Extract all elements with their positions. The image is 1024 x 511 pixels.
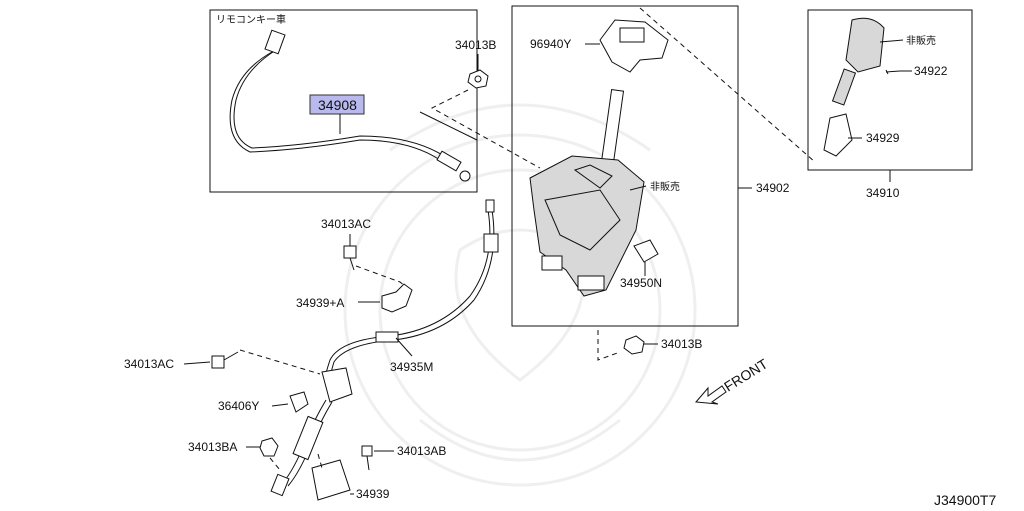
clip-36406y-icon [289,391,309,413]
bracket-slot [619,27,645,43]
cable-end-lower [270,473,290,497]
inset-remote-frame [209,9,478,193]
remote-cable-end-top [264,29,286,55]
cable-clamp [375,331,399,343]
part-label-34922[interactable]: 34922 [914,64,948,78]
shifter-assembly-body [529,155,645,297]
bracket-34939-icon [311,459,351,501]
remote-cable-end-bottom [436,150,462,172]
diagram-code: J34900T7 [934,492,996,508]
bolt-34013ab-icon [361,445,373,457]
part-label-34013ab[interactable]: 34013AB [397,444,446,458]
cable-boot-top [483,233,499,253]
part-label-34929[interactable]: 34929 [866,131,900,145]
inset-knob: 非販売 34922 34929 34910 [807,9,973,200]
part-label-34013b-bottom[interactable]: 34013B [661,337,702,351]
nut-bottom-icon [623,335,645,355]
shift-lever-shaft [600,88,625,170]
inset-knob-note: 非販売 [906,34,936,47]
part-label-34013b-top[interactable]: 34013B [455,38,496,52]
remote-cable-clip [459,170,471,182]
main-box: 96940Y 非販売 34950N 34902 [511,5,816,327]
main-box-note: 非販売 [650,180,680,193]
part-label-34939[interactable]: 34939 [356,487,390,501]
knob-shaft-icon [831,68,857,106]
shifter-base-foot [577,275,605,291]
bolt-icon-top [343,245,357,259]
inset-remote-title: リモコンキー車 [216,13,286,26]
part-label-34939a[interactable]: 34939+A [296,296,344,310]
cable-end-top [485,199,495,213]
main-box-frame [511,5,739,327]
cable-assembly: 34013AC 34939+A 34935M 34013AC 36406Y [124,199,499,501]
part-label-34013ac-left[interactable]: 34013AC [124,357,174,371]
nut-34013b-top: 34013B [430,38,541,169]
part-label-34902[interactable]: 34902 [756,181,790,195]
cable-boot-lower [292,415,324,461]
remote-cable [229,51,441,161]
front-direction-indicator: FRONT [694,355,771,405]
part-label-34950n[interactable]: 34950N [620,276,662,290]
watermark-emblem [343,103,697,487]
part-34950n-icon [633,239,659,263]
bolt-icon-left [211,355,225,369]
part-label-34013ba[interactable]: 34013BA [188,440,237,454]
nut-34013ba-icon [259,437,279,457]
part-number-highlighted[interactable]: 34908 [318,97,357,113]
nut-34013b-bottom: 34013B [597,330,702,361]
shifter-base-foot-left [541,255,563,271]
knob-sleeve-icon [823,113,853,157]
nut-icon [467,69,489,89]
part-label-34013ac-top[interactable]: 34013AC [321,217,371,231]
front-label: FRONT [721,355,771,394]
bracket-34939a-icon [381,283,413,313]
front-arrow-icon [694,385,727,405]
shifter-bracket-96940y [599,19,669,73]
highlight-box [309,94,365,115]
inset-remote: リモコンキー車 34908 [209,9,478,193]
part-label-34910[interactable]: 34910 [866,186,900,200]
cable-mount-bracket [321,367,353,403]
part-label-36406y[interactable]: 36406Y [218,399,259,413]
part-label-34935m[interactable]: 34935M [390,360,433,374]
shift-knob-icon [845,17,885,73]
part-label-96940y[interactable]: 96940Y [530,37,571,51]
